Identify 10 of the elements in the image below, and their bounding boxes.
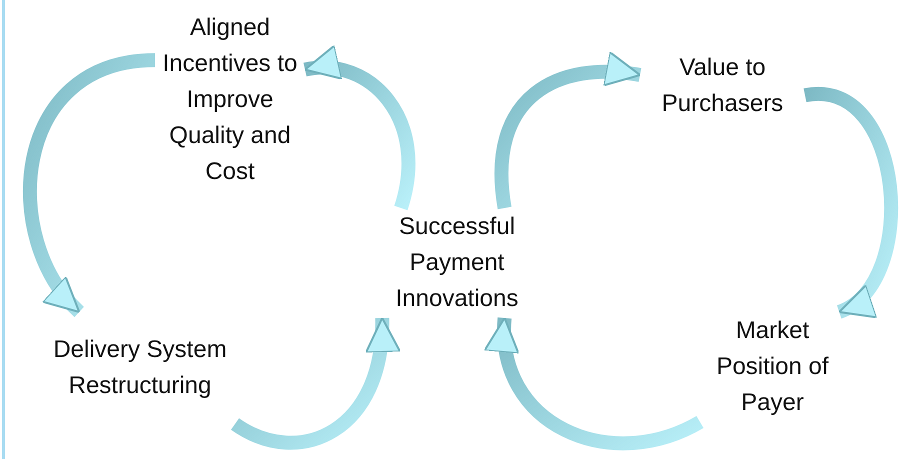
cycle-label: Value to Purchasers — [640, 48, 805, 123]
cycle-label: Delivery System Restructuring — [45, 312, 235, 424]
cycle-label: Market Position of Payer — [700, 312, 845, 422]
curved-arrow — [231, 316, 399, 450]
cycle-label: Aligned Incentives to Improve Quality and Cost — [155, 5, 305, 195]
curved-arrow — [486, 316, 704, 450]
curved-arrow — [304, 47, 416, 210]
curved-arrow — [22, 53, 156, 317]
cycle-label: Successful Payment Innovations — [372, 208, 542, 318]
curved-arrow — [494, 52, 642, 209]
